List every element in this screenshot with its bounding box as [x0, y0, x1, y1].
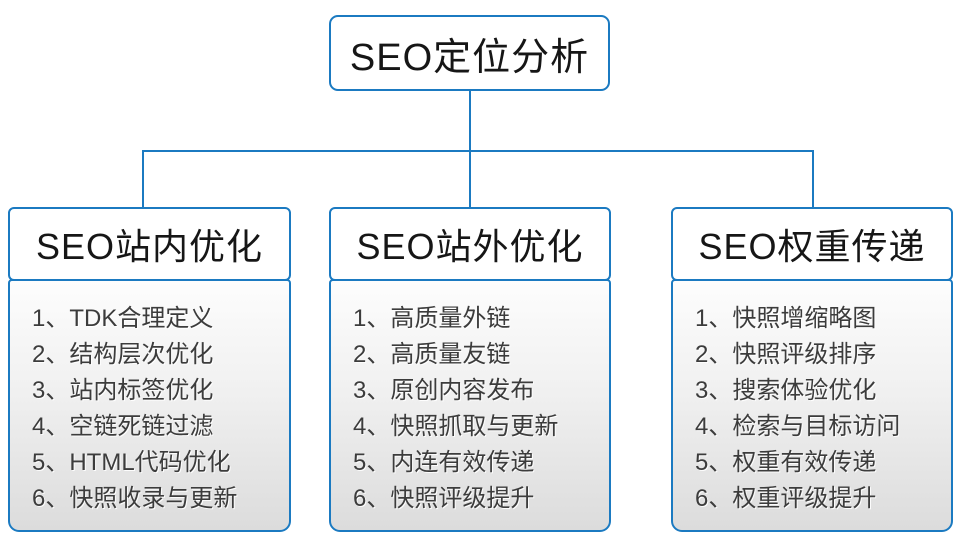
list-item: 2、高质量友链 — [353, 341, 511, 368]
branch-title: SEO站内优化 — [35, 226, 264, 267]
branch-item-list: 1、高质量外链 2、高质量友链 3、原创内容发布 4、快照抓取与更新 5、内连有… — [329, 279, 611, 532]
branch-title: SEO权重传递 — [698, 226, 926, 267]
connector-horizontal — [142, 150, 814, 152]
branch-header: SEO权重传递 — [671, 207, 953, 281]
list-item: 1、快照增缩略图 — [695, 305, 877, 332]
branch-onsite: SEO站内优化 1、TDK合理定义 2、结构层次优化 3、站内标签优化 4、空链… — [8, 207, 291, 532]
branch-item-list: 1、TDK合理定义 2、结构层次优化 3、站内标签优化 4、空链死链过滤 5、H… — [8, 279, 291, 532]
list-item: 3、搜索体验优化 — [695, 377, 877, 404]
connector-root-vertical — [469, 91, 471, 151]
branch-offsite: SEO站外优化 1、高质量外链 2、高质量友链 3、原创内容发布 4、快照抓取与… — [329, 207, 611, 532]
list-item: 5、HTML代码优化 — [32, 449, 231, 476]
list-item: 3、站内标签优化 — [32, 377, 214, 404]
list-item: 1、TDK合理定义 — [32, 305, 214, 332]
list-item: 1、高质量外链 — [353, 305, 511, 332]
list-item: 4、检索与目标访问 — [695, 413, 901, 440]
branch-weight-transfer: SEO权重传递 1、快照增缩略图 2、快照评级排序 3、搜索体验优化 4、检索与… — [671, 207, 953, 532]
list-item: 6、权重评级提升 — [695, 485, 877, 512]
list-item: 6、快照评级提升 — [353, 485, 535, 512]
list-item: 6、快照收录与更新 — [32, 485, 238, 512]
branch-header: SEO站外优化 — [329, 207, 611, 281]
list-item: 2、结构层次优化 — [32, 341, 214, 368]
list-item: 4、快照抓取与更新 — [353, 413, 559, 440]
list-item: 3、原创内容发布 — [353, 377, 535, 404]
branch-header: SEO站内优化 — [8, 207, 291, 281]
branch-item-list: 1、快照增缩略图 2、快照评级排序 3、搜索体验优化 4、检索与目标访问 5、权… — [671, 279, 953, 532]
root-node: SEO定位分析 — [329, 15, 610, 91]
list-item: 5、内连有效传递 — [353, 449, 535, 476]
connector-left-vertical — [142, 150, 144, 208]
connector-right-vertical — [812, 150, 814, 208]
list-item: 2、快照评级排序 — [695, 341, 877, 368]
connector-middle-vertical — [469, 150, 471, 208]
list-item: 5、权重有效传递 — [695, 449, 877, 476]
list-item: 4、空链死链过滤 — [32, 413, 214, 440]
branch-title: SEO站外优化 — [356, 226, 584, 267]
root-node-title: SEO定位分析 — [349, 36, 590, 79]
